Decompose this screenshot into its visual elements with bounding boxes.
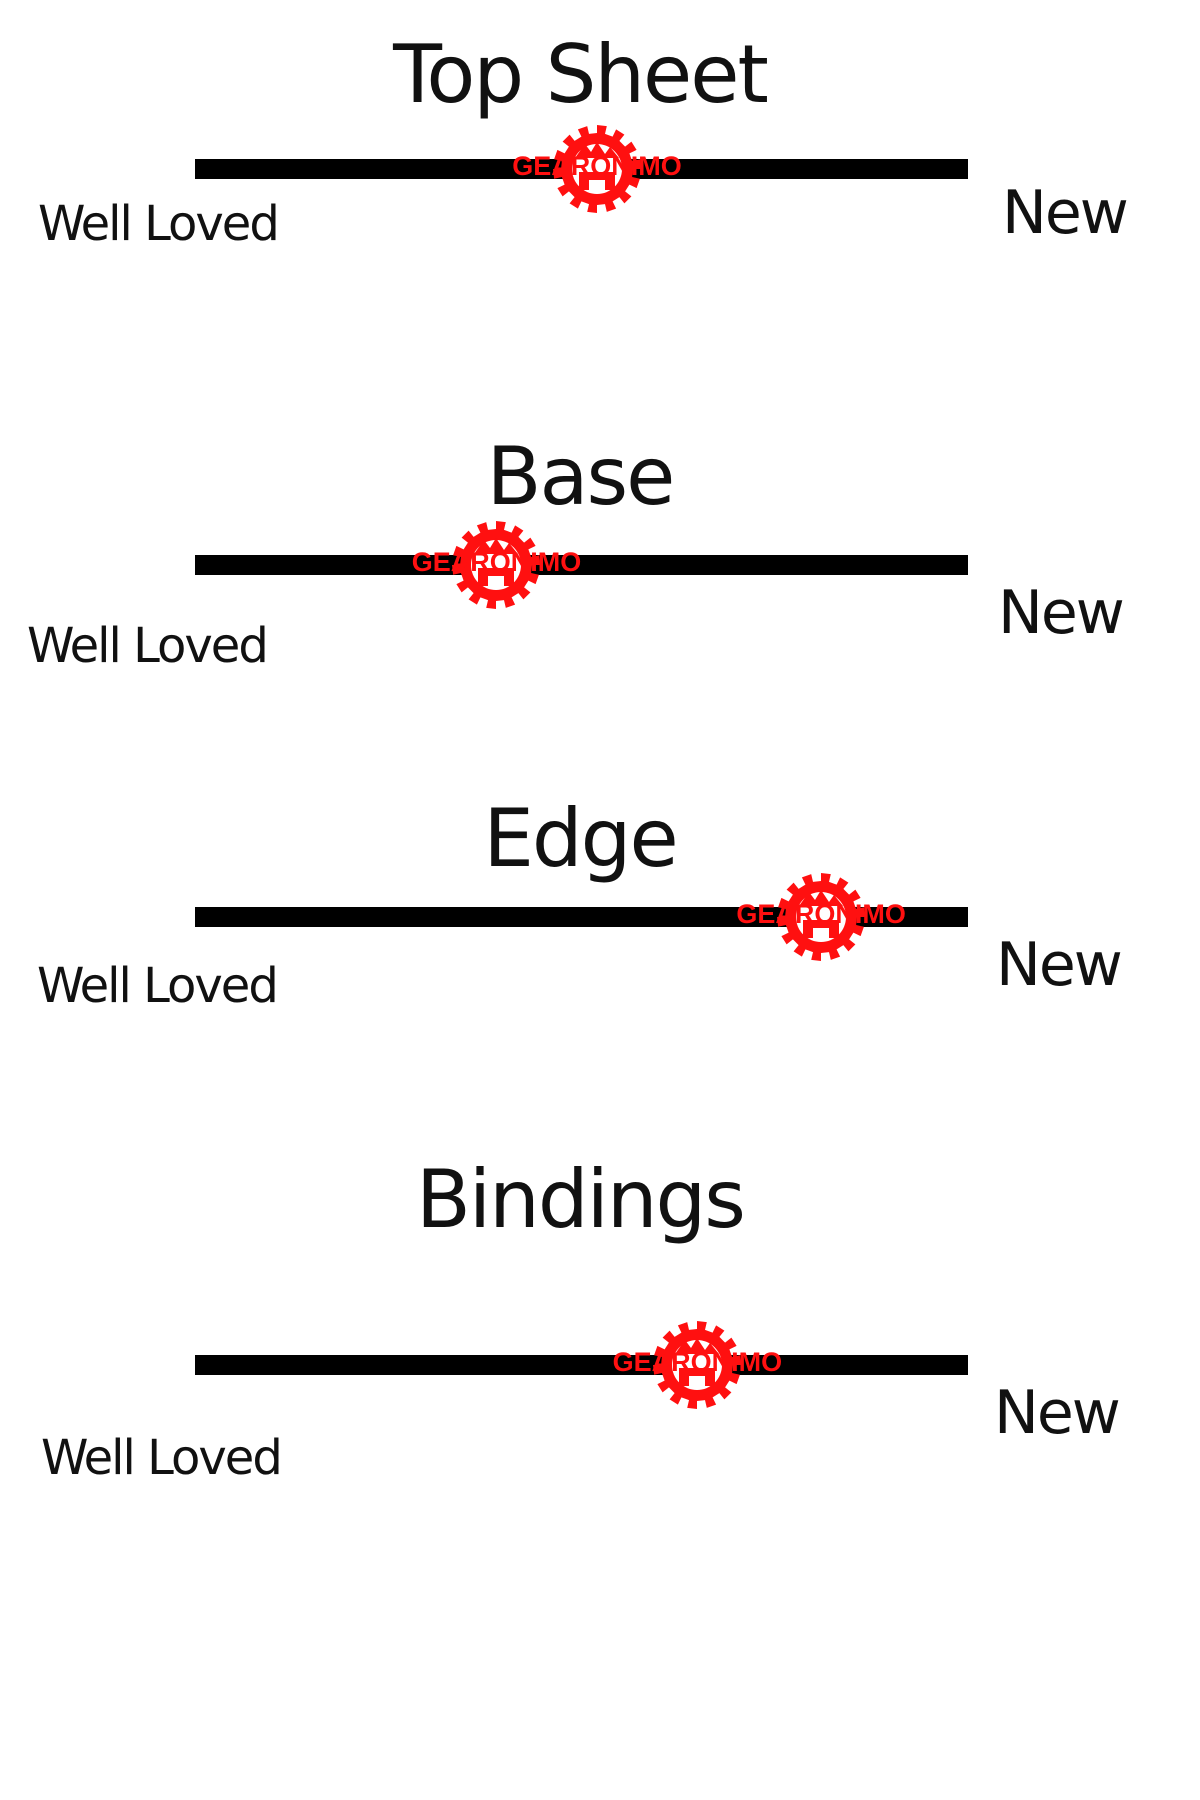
gear-mountain-logo-icon xyxy=(452,521,541,609)
watermark-brand-text: GEARONIMO xyxy=(512,151,682,181)
gear-mountain-logo-icon xyxy=(552,125,641,213)
mountain-shape xyxy=(799,890,844,906)
scale-left-label: Well Loved xyxy=(27,618,269,674)
section-title: Bindings xyxy=(416,1153,746,1246)
scale-left-label: Well Loved xyxy=(37,958,279,1014)
building-shape xyxy=(478,568,515,586)
scale-right-label: New xyxy=(996,930,1123,1000)
watermark-brand-text: GEARONIMO xyxy=(411,547,582,577)
scale-right-label: New xyxy=(998,578,1125,648)
gear-mountain-logo-icon xyxy=(653,1321,742,1409)
scale-left-label: Well Loved xyxy=(38,196,280,252)
mountain-shape xyxy=(574,142,619,158)
rating-marker: GEARONIMO xyxy=(497,114,697,224)
watermark-brand-text: GEARONIMO xyxy=(736,899,906,929)
building-shape xyxy=(803,920,840,938)
rating-scale-bar xyxy=(195,907,968,927)
rating-scale-bar xyxy=(195,1355,968,1375)
mountain-shape xyxy=(474,538,519,554)
building-shape xyxy=(679,1368,716,1386)
watermark-brand-text: GEARONIMO xyxy=(612,1347,783,1377)
section-title: Base xyxy=(486,430,676,523)
rating-scale-bar xyxy=(195,555,968,575)
scale-right-label: New xyxy=(994,1378,1121,1448)
section-title: Top Sheet xyxy=(393,28,769,121)
scale-right-label: New xyxy=(1002,178,1129,248)
rating-marker: GEARONIMO xyxy=(597,1310,797,1420)
rating-marker: GEARONIMO xyxy=(721,862,921,972)
gear-mountain-logo-icon xyxy=(777,873,866,961)
section-title: Edge xyxy=(483,792,678,885)
mountain-shape xyxy=(675,1338,720,1354)
scale-left-label: Well Loved xyxy=(41,1430,283,1486)
rating-marker: GEARONIMO xyxy=(396,510,596,620)
building-shape xyxy=(578,172,615,190)
